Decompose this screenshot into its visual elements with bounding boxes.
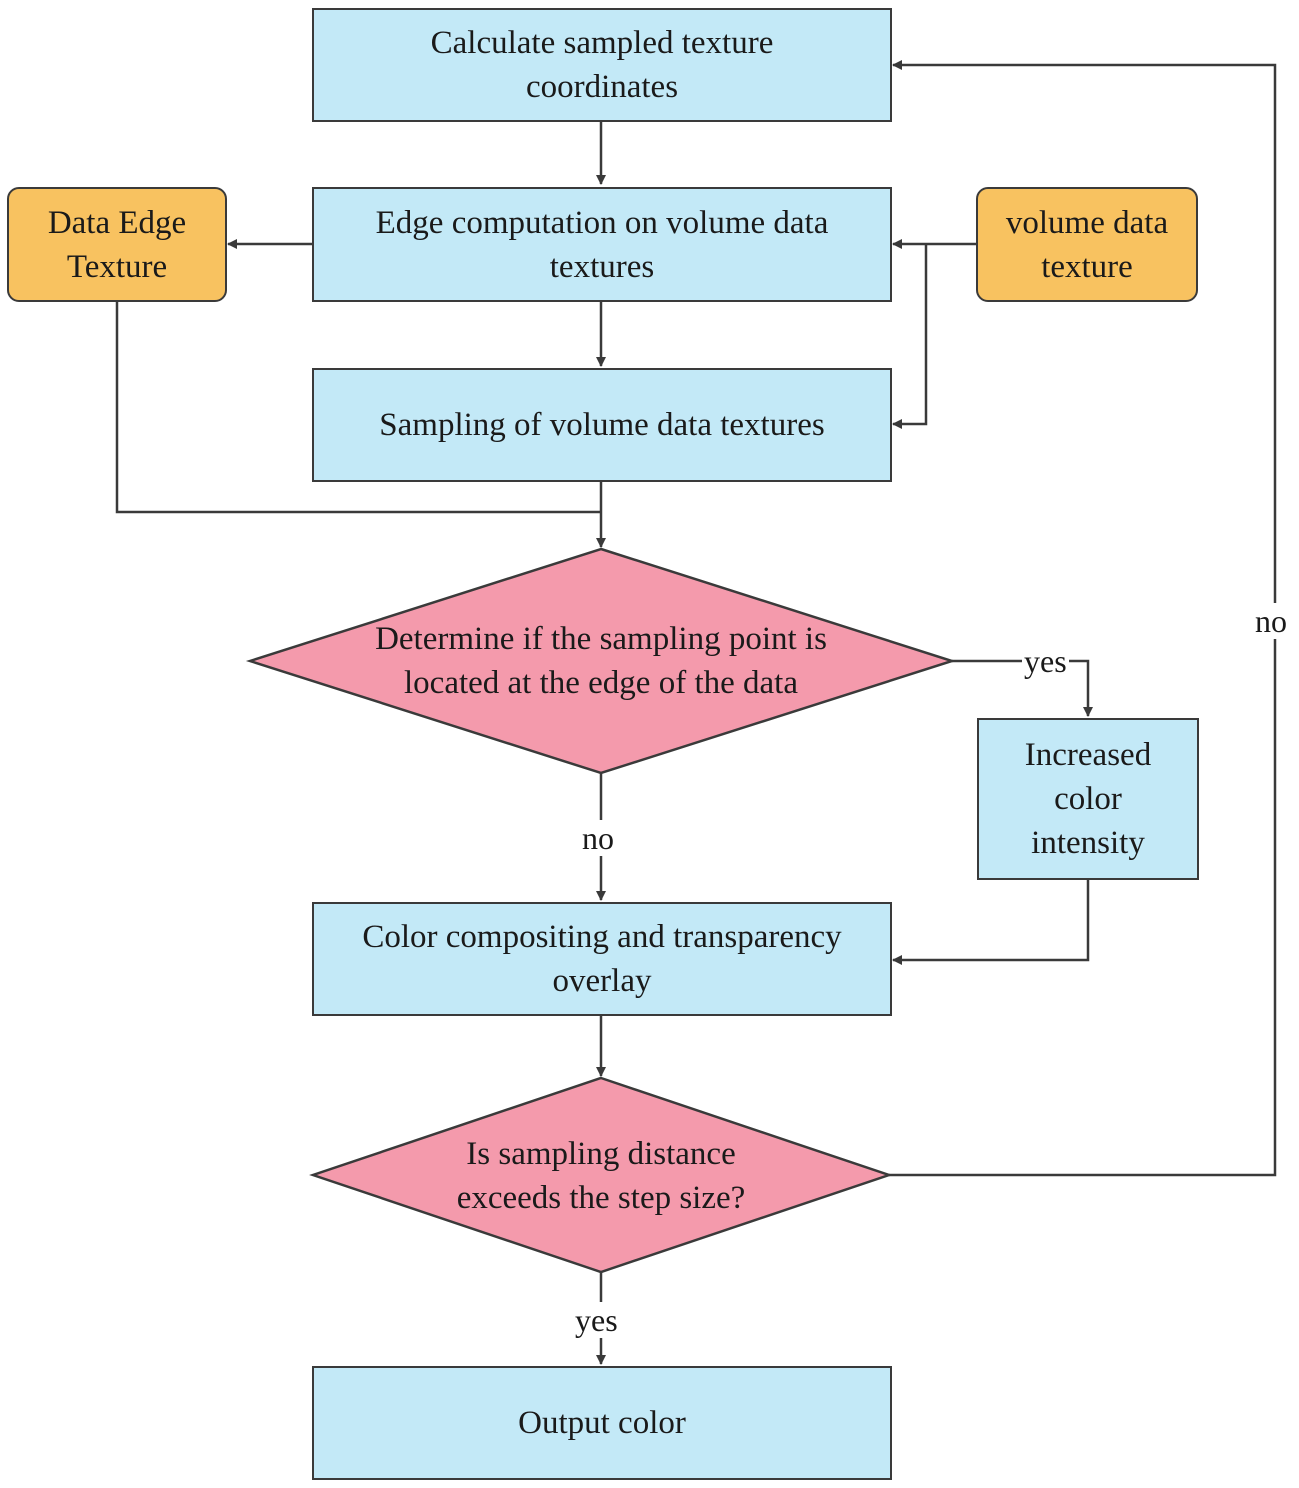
arrow-edge-yes-to-increased-intensity [952,659,1093,717]
edge-yes-label: yes [1022,643,1069,679]
distance-decision-label: Is sampling distance exceeds the step si… [456,1136,746,1216]
compositing-node: Color compositing and transparency overl… [312,902,892,1016]
distance-no-label: no [1253,603,1289,639]
distance-yes-label: yes [573,1302,620,1338]
increased-intensity-node: Increased color intensity [977,718,1199,880]
edge-decision-label: Determine if the sampling point is locat… [375,621,827,701]
arrow-volume-texture-to-sampling [892,244,928,429]
arrow-increased-intensity-to-compositing [892,880,1090,965]
output-label: Output color [518,1405,686,1441]
sampling-node: Sampling of volume data textures [312,368,892,482]
edge-computation-node: Edge computation on volume data textures [312,187,892,302]
volume-data-texture-node: volume data texture [976,187,1198,302]
calc-coords-node: Calculate sampled texture coordinates [312,8,892,122]
distance-decision-text: Is sampling distance exceeds the step si… [401,1130,801,1222]
volume-data-texture-label: volume data texture [1005,204,1169,285]
increased-intensity-label: Increased color intensity [1024,737,1152,861]
sampling-label: Sampling of volume data textures [379,407,825,443]
data-edge-texture-label: Data Edge Texture [47,204,187,285]
output-node: Output color [312,1366,892,1480]
data-edge-texture-node: Data Edge Texture [7,187,227,302]
calc-coords-label: Calculate sampled texture coordinates [430,25,774,105]
edge-decision-text: Determine if the sampling point is locat… [361,590,841,732]
edge-computation-label: Edge computation on volume data textures [375,204,829,285]
edge-no-label: no [580,820,616,856]
arrow-data-edge-texture-to-edge-decision [115,302,601,514]
compositing-label: Color compositing and transparency overl… [362,919,842,999]
